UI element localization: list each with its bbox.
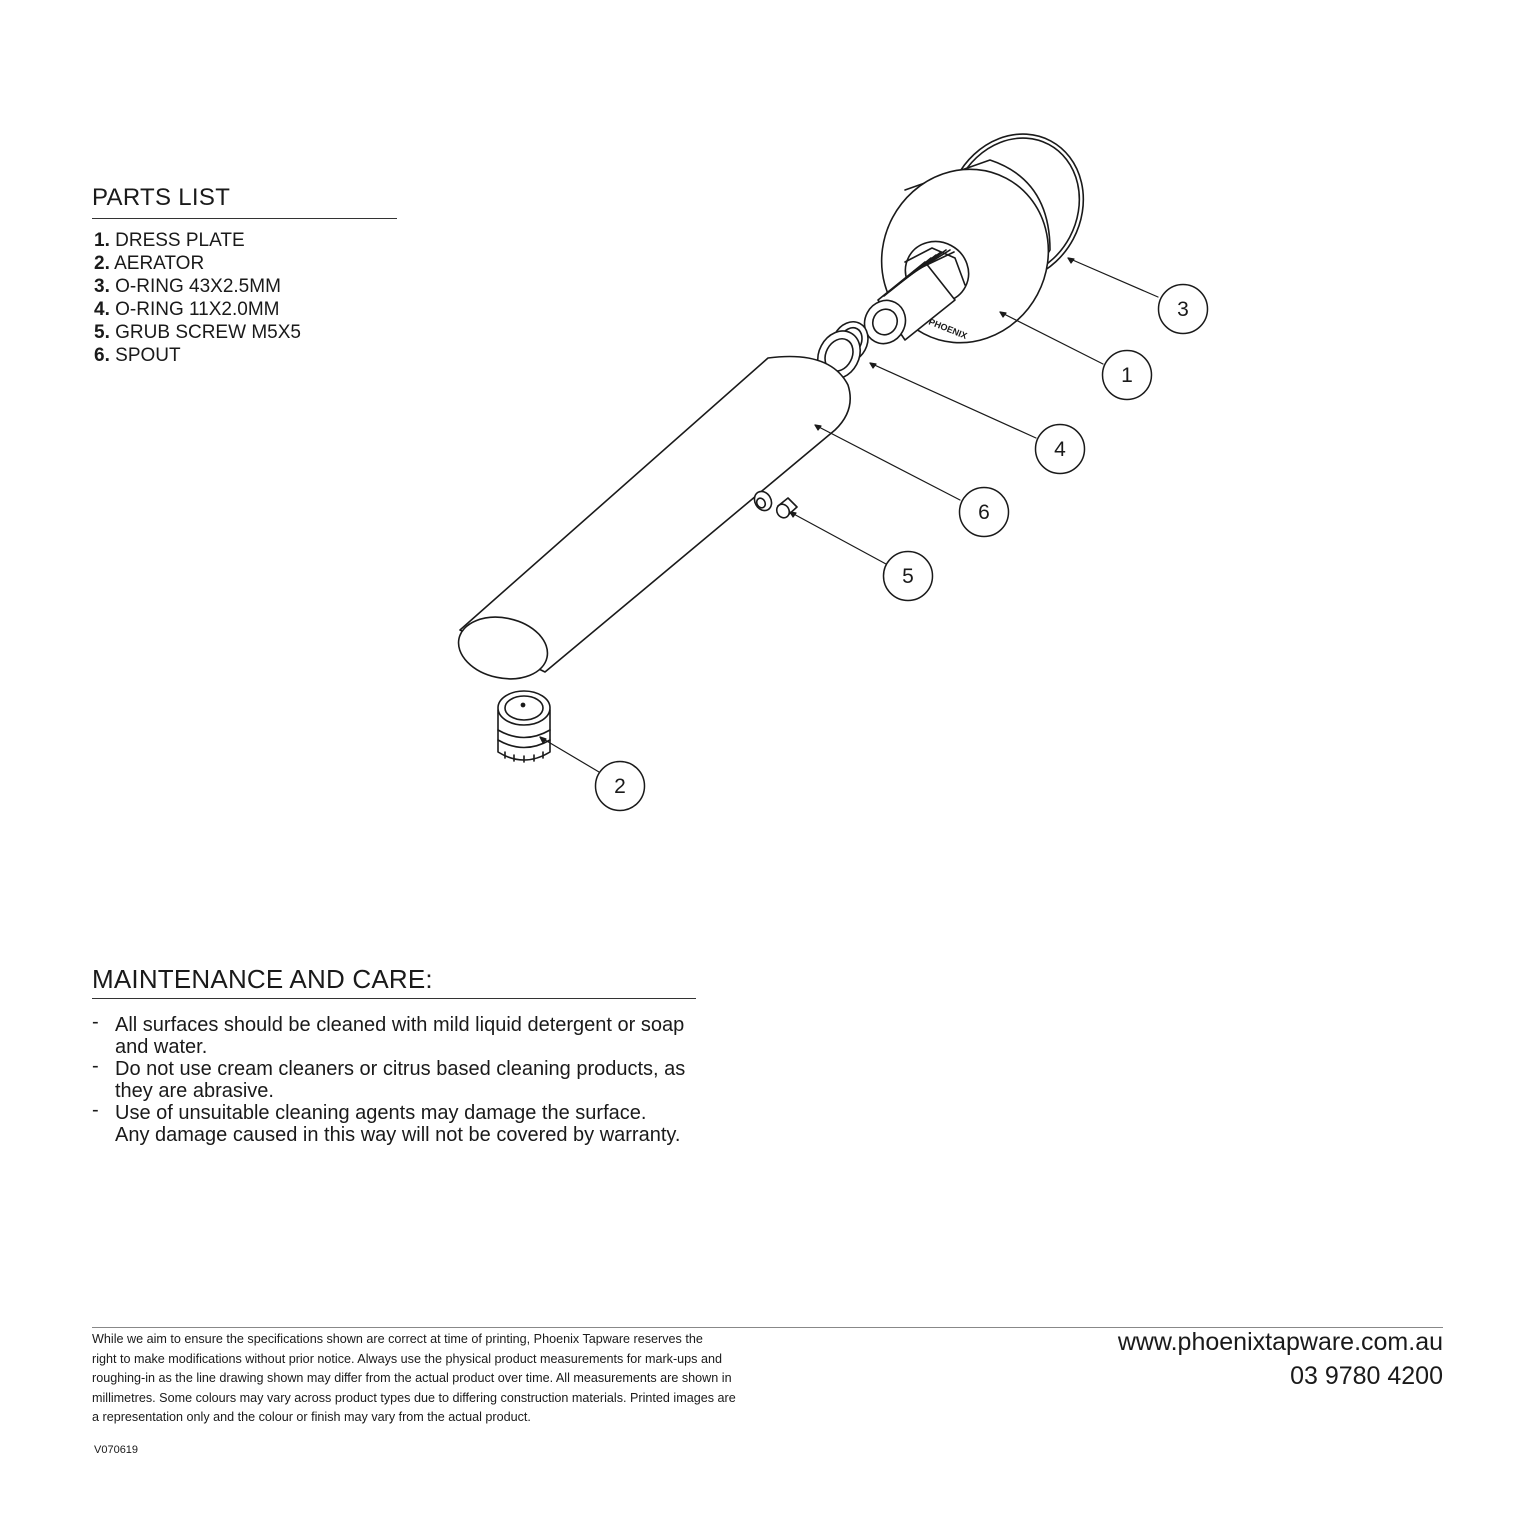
leader-line-1 bbox=[999, 311, 1104, 365]
leader-line-6 bbox=[814, 424, 961, 501]
part-number: 3. bbox=[94, 276, 110, 297]
parts-list-divider bbox=[92, 218, 397, 219]
part-number: 1. bbox=[94, 230, 110, 251]
callout-4-label: 4 bbox=[1054, 438, 1066, 461]
parts-list: 1. DRESS PLATE 2. AERATOR 3. O-RING 43X2… bbox=[94, 229, 301, 367]
callout-5: 5 bbox=[882, 550, 934, 602]
exploded-diagram: PHOENIX bbox=[457, 133, 1209, 812]
part-number: 6. bbox=[94, 345, 110, 366]
maintenance-text: they are abrasive. bbox=[115, 1080, 274, 1102]
maintenance-text: All surfaces should be cleaned with mild… bbox=[115, 1014, 685, 1036]
callout-4: 4 bbox=[1034, 423, 1086, 475]
o-ring-small-part bbox=[816, 321, 869, 380]
disclaimer-line: While we aim to ensure the specification… bbox=[92, 1332, 703, 1346]
part-name: SPOUT bbox=[115, 345, 181, 366]
part-item: 6. SPOUT bbox=[94, 344, 301, 367]
disclaimer-line: a representation only and the colour or … bbox=[92, 1410, 531, 1424]
maintenance-divider bbox=[92, 998, 696, 999]
part-number: 4. bbox=[94, 299, 110, 320]
part-item: 4. O-RING 11X2.0MM bbox=[94, 298, 301, 321]
maintenance-text: Any damage caused in this way will not b… bbox=[115, 1124, 681, 1146]
aerator-part bbox=[497, 690, 551, 763]
part-name: O-RING 43X2.5MM bbox=[115, 276, 281, 297]
version-code: V070619 bbox=[94, 1444, 139, 1456]
disclaimer-line: millimetres. Some colours may vary acros… bbox=[92, 1390, 736, 1405]
disclaimer-line: roughing-in as the line drawing shown ma… bbox=[92, 1371, 732, 1385]
maintenance-item: - Do not use cream cleaners or citrus ba… bbox=[92, 1055, 712, 1102]
maintenance-text: Use of unsuitable cleaning agents may da… bbox=[115, 1102, 647, 1124]
part-name: AERATOR bbox=[114, 253, 205, 274]
part-name: GRUB SCREW M5X5 bbox=[115, 322, 301, 343]
part-number: 2. bbox=[94, 253, 110, 274]
leader-lines bbox=[539, 257, 1159, 773]
footer-divider bbox=[92, 1327, 1443, 1328]
callout-1: 1 bbox=[1101, 349, 1153, 401]
parts-list-heading: PARTS LIST bbox=[92, 184, 231, 211]
maintenance-item: - All surfaces should be cleaned with mi… bbox=[92, 1011, 712, 1058]
maintenance-list: - All surfaces should be cleaned with mi… bbox=[92, 1011, 712, 1146]
part-name: O-RING 11X2.0MM bbox=[115, 299, 280, 320]
leader-line-2 bbox=[539, 736, 600, 773]
callout-1-label: 1 bbox=[1121, 364, 1133, 387]
leader-line-3 bbox=[1067, 257, 1159, 298]
part-number: 5. bbox=[94, 322, 110, 343]
callout-5-label: 5 bbox=[902, 565, 914, 588]
callout-2-label: 2 bbox=[614, 775, 626, 798]
dress-plate-part: PHOENIX bbox=[863, 159, 1051, 345]
maintenance-text: Do not use cream cleaners or citrus base… bbox=[115, 1058, 686, 1080]
bullet-dash: - bbox=[92, 1011, 99, 1033]
phone-number: 03 9780 4200 bbox=[1290, 1362, 1443, 1390]
spout-part bbox=[457, 355, 851, 680]
maintenance-item: - Use of unsuitable cleaning agents may … bbox=[92, 1099, 712, 1146]
callout-3-label: 3 bbox=[1177, 298, 1189, 321]
part-item: 5. GRUB SCREW M5X5 bbox=[94, 321, 301, 344]
leader-line-5 bbox=[789, 511, 887, 565]
leader-line-4 bbox=[869, 362, 1037, 439]
maintenance-heading: MAINTENANCE AND CARE: bbox=[92, 964, 433, 994]
callout-2: 2 bbox=[594, 760, 646, 812]
part-item: 1. DRESS PLATE bbox=[94, 229, 301, 252]
callout-6-label: 6 bbox=[978, 501, 990, 524]
leader-arrowheads bbox=[539, 257, 1075, 744]
disclaimer-line: right to make modifications without prio… bbox=[92, 1351, 722, 1366]
part-item: 3. O-RING 43X2.5MM bbox=[94, 275, 301, 298]
maintenance-text: and water. bbox=[115, 1036, 208, 1058]
grub-screw-part bbox=[753, 490, 798, 519]
bullet-dash: - bbox=[92, 1099, 99, 1121]
part-name: DRESS PLATE bbox=[115, 230, 245, 251]
bullet-dash: - bbox=[92, 1055, 99, 1077]
part-item: 2. AERATOR bbox=[94, 252, 301, 275]
website-link[interactable]: www.phoenixtapware.com.au bbox=[1117, 1328, 1443, 1356]
callout-3: 3 bbox=[1157, 283, 1209, 335]
callout-6: 6 bbox=[958, 486, 1010, 538]
disclaimer: While we aim to ensure the specification… bbox=[92, 1330, 812, 1428]
